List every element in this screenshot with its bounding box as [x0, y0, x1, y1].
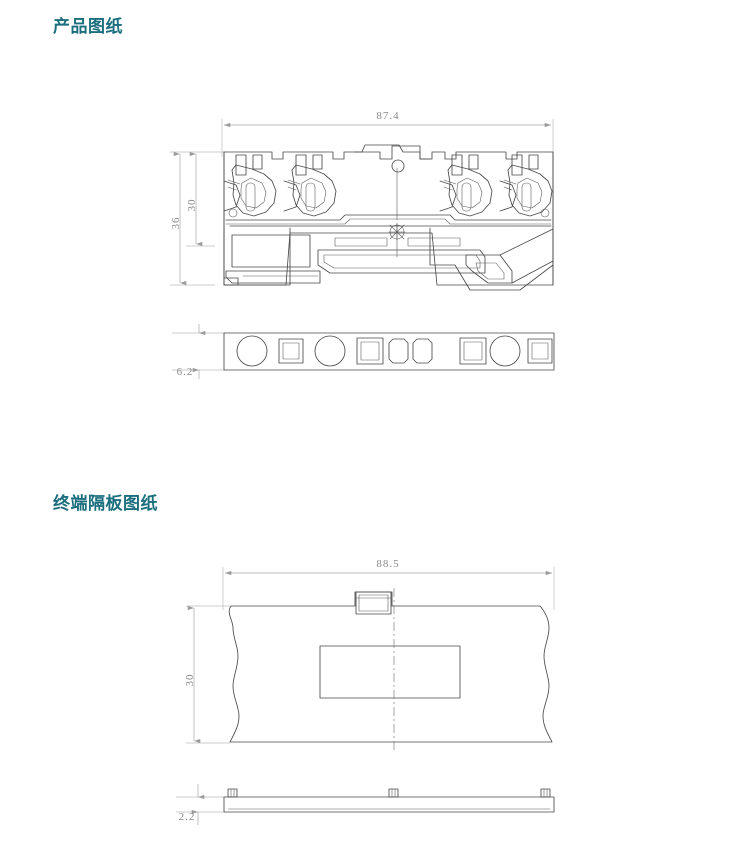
dimension-label-2-2: 2.2 — [179, 811, 196, 823]
separator-plate-front-view — [228, 588, 553, 750]
dimension-label-36: 36 — [170, 217, 182, 230]
dimension-6-2: 6.2 — [172, 324, 228, 379]
spring-clamp-4 — [499, 164, 553, 217]
dimension-label-88-5: 88.5 — [376, 558, 399, 570]
dimension-88-5: 88.5 — [222, 558, 555, 610]
top-view-strip: 6.2 — [172, 324, 555, 379]
spring-clamp-2 — [283, 164, 337, 217]
ground-symbol — [388, 223, 406, 241]
section-heading-separator-drawing: 终端隔板图纸 — [53, 494, 158, 513]
dimension-36-30: 36 30 — [170, 151, 228, 286]
spring-clamp-3 — [439, 164, 493, 217]
dimension-2-2: 2.2 — [176, 784, 230, 825]
product-drawing-figure: 87.4 36 30 — [170, 110, 555, 379]
dimension-label-30-separator: 30 — [184, 674, 196, 687]
separator-drawing-figure: 88.5 30 — [176, 558, 555, 825]
dimension-label-6-2: 6.2 — [177, 366, 194, 378]
separator-plate-edge-view: 2.2 — [176, 784, 555, 825]
spring-clamp-1 — [223, 164, 277, 217]
din-rail-latch — [465, 228, 554, 284]
recessed-panel — [319, 645, 461, 699]
terminal-block-cross-section — [223, 144, 554, 291]
section-heading-product-drawing: 产品图纸 — [53, 17, 123, 36]
top-notch — [355, 591, 392, 615]
locating-tabs — [227, 788, 551, 798]
dimension-label-30: 30 — [186, 199, 198, 212]
dimension-label-87-4: 87.4 — [376, 110, 399, 122]
dimension-87-4: 87.4 — [221, 110, 554, 157]
dimension-30-separator: 30 — [184, 605, 230, 744]
